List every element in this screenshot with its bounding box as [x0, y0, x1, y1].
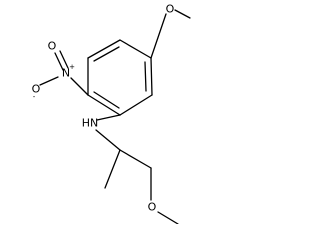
bond-chain-o-to-methyl	[157, 211, 179, 224]
ring-double-bond-c4-c5	[93, 46, 120, 62]
ring-double-bond-c2-c3	[144, 61, 147, 92]
bond-nitro-n-to-o-bottom	[39, 76, 59, 86]
bond-nitro-n-to-o-top-1	[54, 52, 64, 71]
ring-double-bond-c6-c1	[93, 91, 120, 109]
atom-n-amine: HN	[82, 117, 99, 130]
ring-bond-c1-c2	[119, 94, 153, 116]
bond-ch-to-methyl	[104, 149, 121, 189]
ring-bond-c6-c1	[87, 94, 121, 116]
ring-bond-c4-c5	[87, 39, 121, 59]
ring-bond-c2-c3	[150, 57, 153, 96]
molecule-structure-diagram: O N + O O - HN O	[32, 3, 191, 224]
atom-o-methoxy-chain: O	[148, 201, 157, 214]
atom-n-nitro: N	[62, 67, 70, 80]
bond-ring-to-amine-n	[96, 114, 121, 121]
bond-methoxy-o-to-methyl	[174, 9, 191, 19]
ring-bond-c3-c4	[119, 39, 152, 59]
charge-nitro-n-plus: +	[69, 63, 75, 71]
atom-o-nitro-top: O	[48, 40, 57, 53]
bond-ring-to-nitro-n	[70, 77, 89, 96]
charge-nitro-o-minus: -	[33, 93, 36, 101]
bond-nitro-n-to-o-top-2	[59, 50, 69, 69]
benzene-ring	[87, 39, 153, 116]
bond-ring-to-methoxy-o	[150, 13, 167, 59]
bond-ch-to-ch2	[119, 149, 152, 169]
atom-o-methoxy-ring: O	[166, 3, 175, 16]
bond-amine-n-to-ch	[95, 129, 121, 151]
atom-o-nitro-bottom: O	[32, 83, 41, 96]
